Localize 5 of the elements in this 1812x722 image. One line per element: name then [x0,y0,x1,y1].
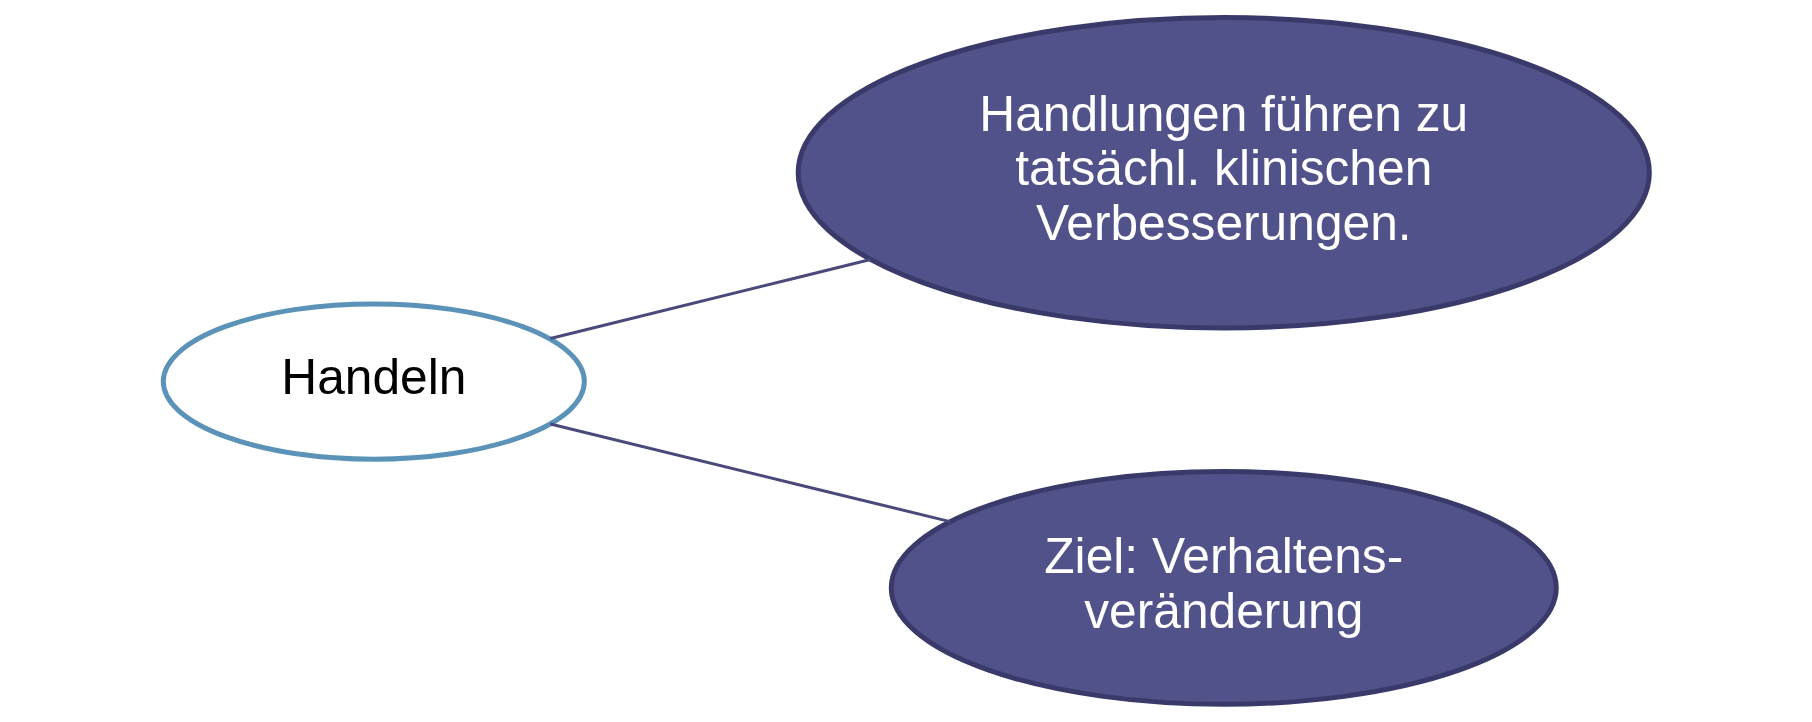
node-ellipse: Handlungen führen zu tatsächl. klinischen Verbesserungen. [795,15,1652,331]
connector [550,258,871,340]
connector [550,422,951,524]
node-ellipse: Ziel: Verhaltens- veränderung [888,468,1559,707]
node-ellipse: Handeln [160,301,587,462]
